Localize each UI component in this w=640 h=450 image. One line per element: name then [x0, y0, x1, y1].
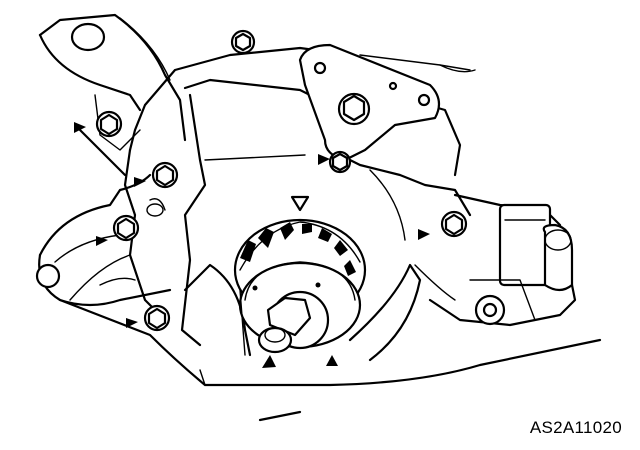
upper-left-bracket	[38, 13, 187, 177]
timing-mark-right-arrow	[326, 355, 338, 366]
arrow-bolt-right	[418, 229, 430, 240]
bolt-right	[440, 210, 468, 238]
arrow-bolt-bottom-left	[126, 318, 138, 328]
figure-code: AS2A11020	[529, 418, 622, 437]
bolts	[95, 29, 468, 332]
arrow-bolt-lower-left	[96, 236, 108, 246]
timing-pulley	[183, 218, 422, 362]
alignment-marks	[262, 195, 338, 368]
bolt-arrows	[74, 122, 430, 328]
arrow-bolt-mid-left	[134, 177, 146, 187]
bolt-lower-left	[112, 214, 140, 242]
bolt-center-right	[328, 150, 352, 174]
relief-valve-housing	[414, 193, 577, 327]
upper-right-bracket	[298, 43, 476, 162]
bolt-bottom-left	[143, 304, 171, 332]
arrow-bolt-upper-left	[74, 122, 86, 133]
bolt-mid-left	[151, 161, 179, 189]
bolt-top	[230, 29, 256, 55]
arrow-bolt-center-right	[318, 154, 330, 165]
bolt-upper-left	[95, 110, 123, 138]
timing-mark-top-arrow	[290, 195, 310, 212]
timing-mark-left-arrow	[262, 355, 276, 368]
